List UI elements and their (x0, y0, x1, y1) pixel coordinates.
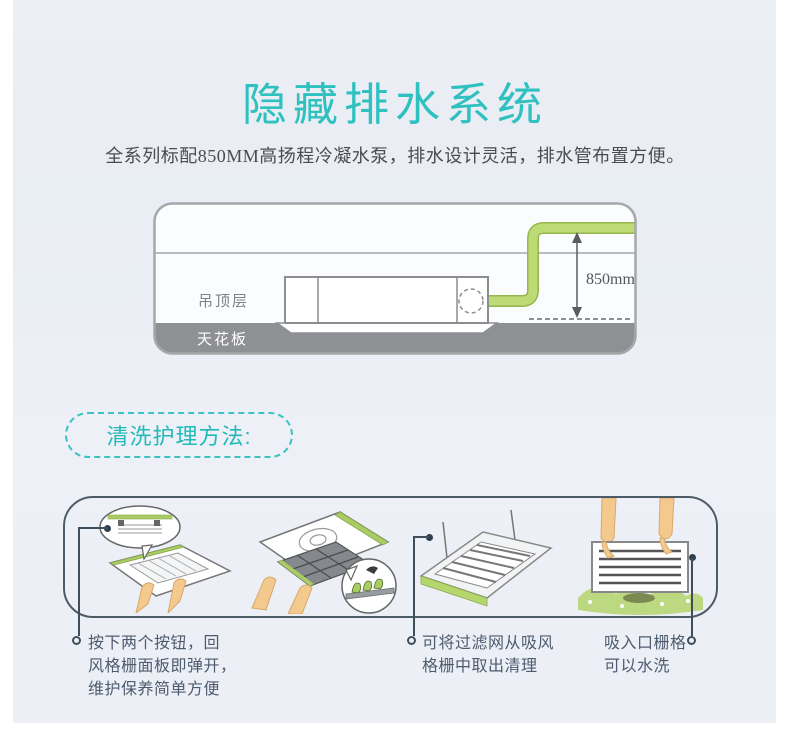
connector-dot-2 (426, 534, 433, 541)
drainage-diagram: 850mm 吊顶层 天花板 (153, 202, 637, 355)
caption-line: 按下两个按钮，回 (88, 635, 221, 652)
latch-left (118, 520, 124, 526)
washed-grille-slats (599, 549, 681, 585)
arrow-head-up (572, 232, 582, 243)
callout-pointer (345, 564, 359, 582)
wash-grille-with-water-illustration (578, 498, 703, 615)
lift-height-label: 850mm (586, 271, 635, 288)
grille-slats (442, 544, 531, 583)
remove-filter-from-panel-illustration (251, 511, 397, 614)
caption-line: 可以水洗 (604, 658, 671, 675)
drain-pipe (486, 223, 636, 306)
ceiling-board-label: 天花板 (197, 330, 248, 348)
connector-dot-3 (689, 554, 696, 561)
grille-green-edge (420, 575, 488, 607)
callout-pointer (141, 544, 154, 561)
cleaning-method-label: 清洗护理方法: (106, 424, 252, 449)
hand-right (167, 578, 187, 613)
step-caption-press-buttons: 按下两个按钮，回 风格栅面板即弹开， 维护保养简单方便 (88, 632, 268, 701)
caption-line: 格栅中取出清理 (422, 658, 538, 675)
callout-rail (345, 587, 395, 600)
step-caption-remove-filter: 可将过滤网从吸风 格栅中取出清理 (422, 632, 592, 678)
callout-green-strip (107, 514, 173, 520)
fingers-left (601, 541, 616, 559)
connector-line-1v (78, 527, 80, 636)
ceiling-cavity-label: 吊顶层 (198, 293, 249, 310)
arm-left (600, 498, 617, 544)
latch-right (154, 520, 160, 526)
fingers-right (659, 537, 674, 555)
diagram-border (153, 202, 637, 355)
connector-line-2v (413, 536, 415, 636)
panel-green-edge (334, 511, 389, 546)
callout-bubble (99, 505, 181, 549)
filter-grid-lines (289, 548, 359, 579)
cassette-panel (274, 322, 500, 334)
page-title: 隐藏排水系统 (241, 80, 548, 130)
step-caption-washable-grille: 吸入口栅格 可以水洗 (604, 632, 704, 678)
hand-left (251, 576, 277, 611)
grille-opening (433, 541, 537, 589)
connector-ring-2 (407, 636, 416, 645)
cleaning-steps-panel (63, 496, 718, 618)
caption-line: 风格栅面板即弹开， (88, 658, 237, 675)
arrow-head-down (572, 307, 582, 318)
hand-right (287, 584, 313, 614)
connector-line-3v (691, 558, 693, 636)
fan-hub (309, 534, 327, 546)
intake-grille-frame-illustration (419, 509, 553, 607)
page-subtitle: 全系列标配850MM高扬程冷凝水泵，排水设计灵活，排水管布置方便。 (105, 146, 685, 166)
hinge-wire-right (510, 509, 516, 541)
caption-line: 可将过滤网从吸风 (422, 635, 555, 652)
connector-ring-3 (687, 636, 696, 645)
condensate-pump (458, 288, 484, 314)
cassette-green-edge (108, 544, 186, 566)
caption-line: 吸入口栅格 (604, 635, 687, 652)
hinge-wire-left (442, 521, 448, 559)
arm-right (658, 498, 675, 540)
water-shadow (623, 593, 655, 603)
connector-line-1h (78, 527, 108, 529)
indoor-unit (284, 276, 489, 324)
connector-line-2h (413, 536, 429, 538)
press-buttons-panel-open-illustration (99, 505, 232, 613)
grille-hatch (137, 554, 197, 580)
hand-left (135, 582, 155, 613)
callout-hand (366, 566, 378, 574)
filter-green-edge (278, 560, 314, 586)
cleaning-method-pill: 清洗护理方法: (65, 412, 293, 458)
caption-line: 维护保养简单方便 (88, 681, 221, 698)
connector-ring-1 (72, 636, 81, 645)
water-bubbles (588, 599, 690, 608)
callout-green-hooks (351, 578, 384, 594)
